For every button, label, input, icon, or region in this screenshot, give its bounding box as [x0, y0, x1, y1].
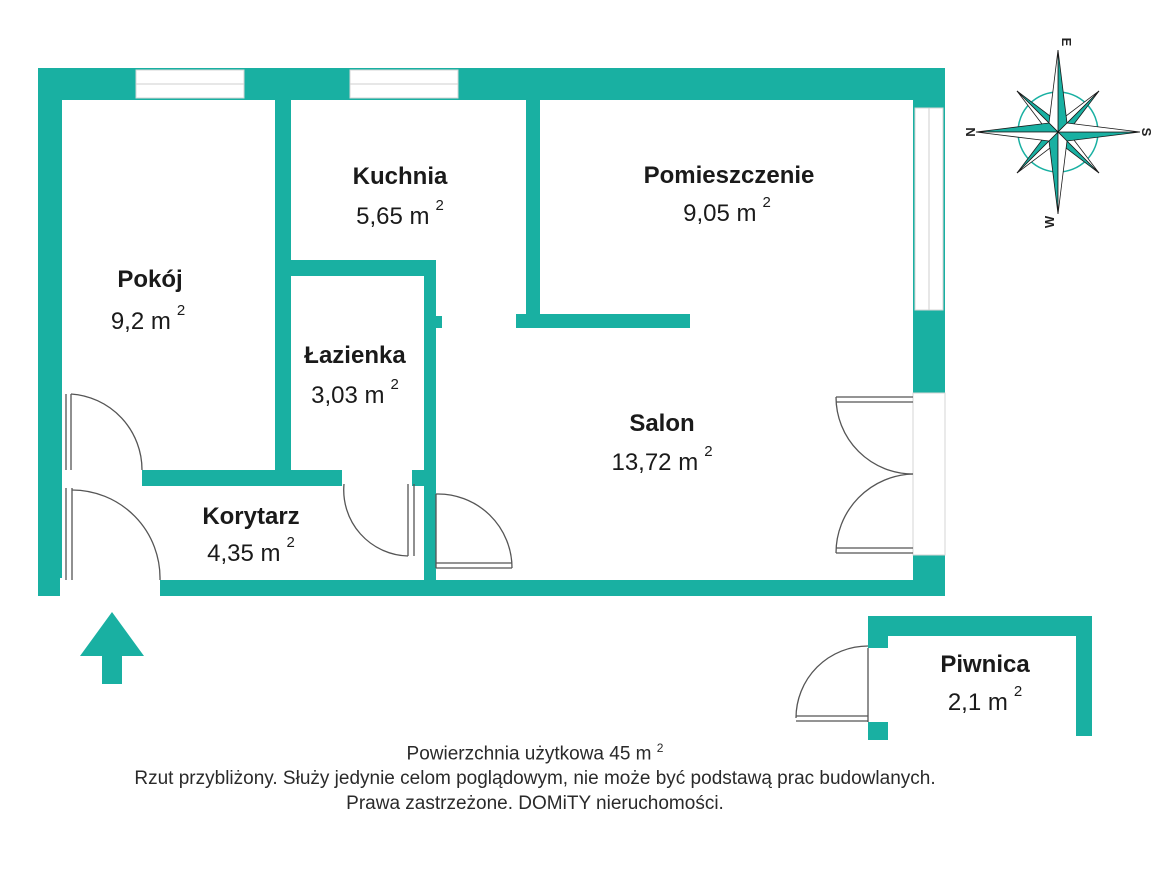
door-swings	[65, 393, 914, 581]
balcony-door-opening	[912, 392, 946, 556]
total-area: Powierzchnia użytkowa 45 m 2	[406, 741, 664, 765]
disclaimer: Rzut przybliżony. Służy jedynie celom po…	[134, 768, 936, 790]
compass-rose-icon: E N S W	[963, 38, 1154, 228]
room-name: Korytarz	[202, 503, 299, 530]
room-name: Pomieszczenie	[644, 162, 815, 189]
room-name: Łazienka	[304, 342, 406, 369]
compass-south: S	[1139, 128, 1154, 137]
piwnica-door	[795, 645, 869, 722]
room-name: Piwnica	[940, 651, 1030, 678]
windows	[135, 69, 944, 311]
room-name: Salon	[629, 410, 694, 437]
room-name: Kuchnia	[353, 163, 448, 190]
room-name: Pokój	[117, 266, 182, 293]
entrance-arrow-icon	[80, 612, 144, 684]
door-openings	[60, 466, 412, 598]
compass-north: N	[963, 127, 978, 136]
interior-walls	[62, 100, 690, 580]
compass-west: W	[1042, 215, 1057, 228]
piwnica-walls	[868, 616, 1092, 740]
rights: Prawa zastrzeżone. DOMiTY nieruchomości.	[346, 793, 724, 815]
plan-notes: Powierzchnia użytkowa 45 m 2 Rzut przybl…	[0, 736, 1070, 816]
compass-east: E	[1059, 38, 1074, 47]
